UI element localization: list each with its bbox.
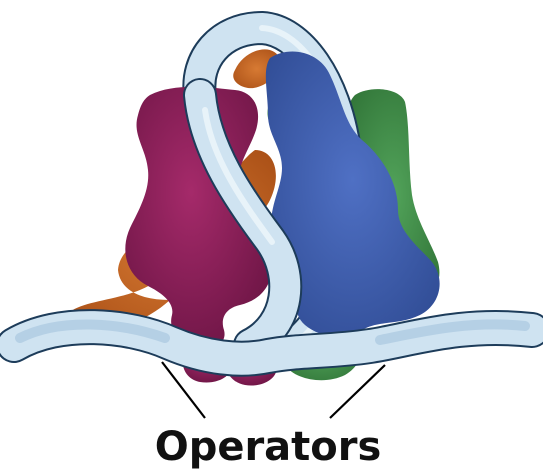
operators-label: Operators [155,424,382,469]
